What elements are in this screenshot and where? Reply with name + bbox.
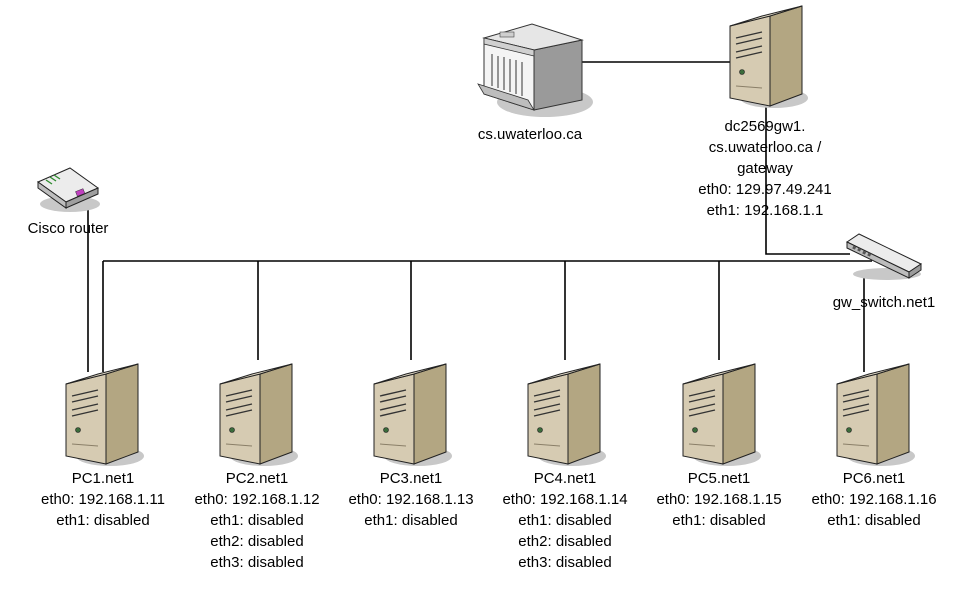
pc4-label: PC4.net1 eth0: 192.168.1.14 eth1: disabl… — [490, 468, 640, 573]
gateway-label: dc2569gw1. cs.uwaterloo.ca / gateway eth… — [680, 116, 850, 221]
pc2-eth1: eth1: disabled — [210, 512, 304, 529]
pc2-eth2: eth2: disabled — [210, 533, 304, 550]
link-gateway-to-switch — [765, 105, 850, 255]
pc2-label: PC2.net1 eth0: 192.168.1.12 eth1: disabl… — [182, 468, 332, 573]
switch-label: gw_switch.net1 — [812, 292, 956, 313]
gateway-server-icon — [722, 2, 812, 112]
pc2-eth0: eth0: 192.168.1.12 — [194, 491, 320, 508]
pc5-server-icon — [675, 360, 765, 470]
pc6-server-icon — [829, 360, 919, 470]
switch-icon — [843, 230, 925, 285]
pc3-eth0: eth0: 192.168.1.13 — [348, 491, 474, 508]
gateway-eth1: eth1: 192.168.1.1 — [706, 202, 824, 219]
pc1-eth1: eth1: disabled — [56, 512, 150, 529]
pc5-eth0: eth0: 192.168.1.15 — [656, 491, 782, 508]
pc1-label: PC1.net1 eth0: 192.168.1.11 eth1: disabl… — [28, 468, 178, 531]
pc3-server-icon — [366, 360, 456, 470]
pc4-server-icon — [520, 360, 610, 470]
pc6-hostname: PC6.net1 — [842, 470, 906, 487]
pc1-eth0: eth0: 192.168.1.11 — [41, 491, 165, 508]
pc4-eth1: eth1: disabled — [518, 512, 612, 529]
gateway-hostname: dc2569gw1. — [724, 118, 806, 135]
pc4-hostname: PC4.net1 — [533, 470, 597, 487]
gateway-domain: cs.uwaterloo.ca / — [708, 139, 822, 156]
gateway-eth0: eth0: 129.97.49.241 — [698, 181, 832, 198]
pc6-label: PC6.net1 eth0: 192.168.1.16 eth1: disabl… — [799, 468, 949, 531]
pc1-hostname: PC1.net1 — [71, 470, 135, 487]
cs-host-name: cs.uwaterloo.ca — [477, 126, 583, 143]
pc6-eth0: eth0: 192.168.1.16 — [811, 491, 937, 508]
pc3-eth1: eth1: disabled — [364, 512, 458, 529]
router-name: Cisco router — [27, 220, 109, 237]
pc4-eth3: eth3: disabled — [518, 554, 612, 571]
pc5-eth1: eth1: disabled — [672, 512, 766, 529]
pc6-eth1: eth1: disabled — [827, 512, 921, 529]
mainframe-icon — [470, 10, 595, 120]
pc5-hostname: PC5.net1 — [687, 470, 751, 487]
pc3-hostname: PC3.net1 — [379, 470, 443, 487]
router-icon — [34, 166, 104, 216]
pc5-label: PC5.net1 eth0: 192.168.1.15 eth1: disabl… — [644, 468, 794, 531]
pc2-hostname: PC2.net1 — [225, 470, 289, 487]
cs-host-label: cs.uwaterloo.ca — [455, 124, 605, 145]
switch-name: gw_switch.net1 — [832, 294, 936, 311]
gateway-role: gateway — [737, 160, 793, 177]
pc1-server-icon — [58, 360, 148, 470]
pc2-server-icon — [212, 360, 302, 470]
router-label: Cisco router — [10, 218, 126, 239]
pc2-eth3: eth3: disabled — [210, 554, 304, 571]
pc3-label: PC3.net1 eth0: 192.168.1.13 eth1: disabl… — [336, 468, 486, 531]
pc4-eth0: eth0: 192.168.1.14 — [502, 491, 628, 508]
pc4-eth2: eth2: disabled — [518, 533, 612, 550]
